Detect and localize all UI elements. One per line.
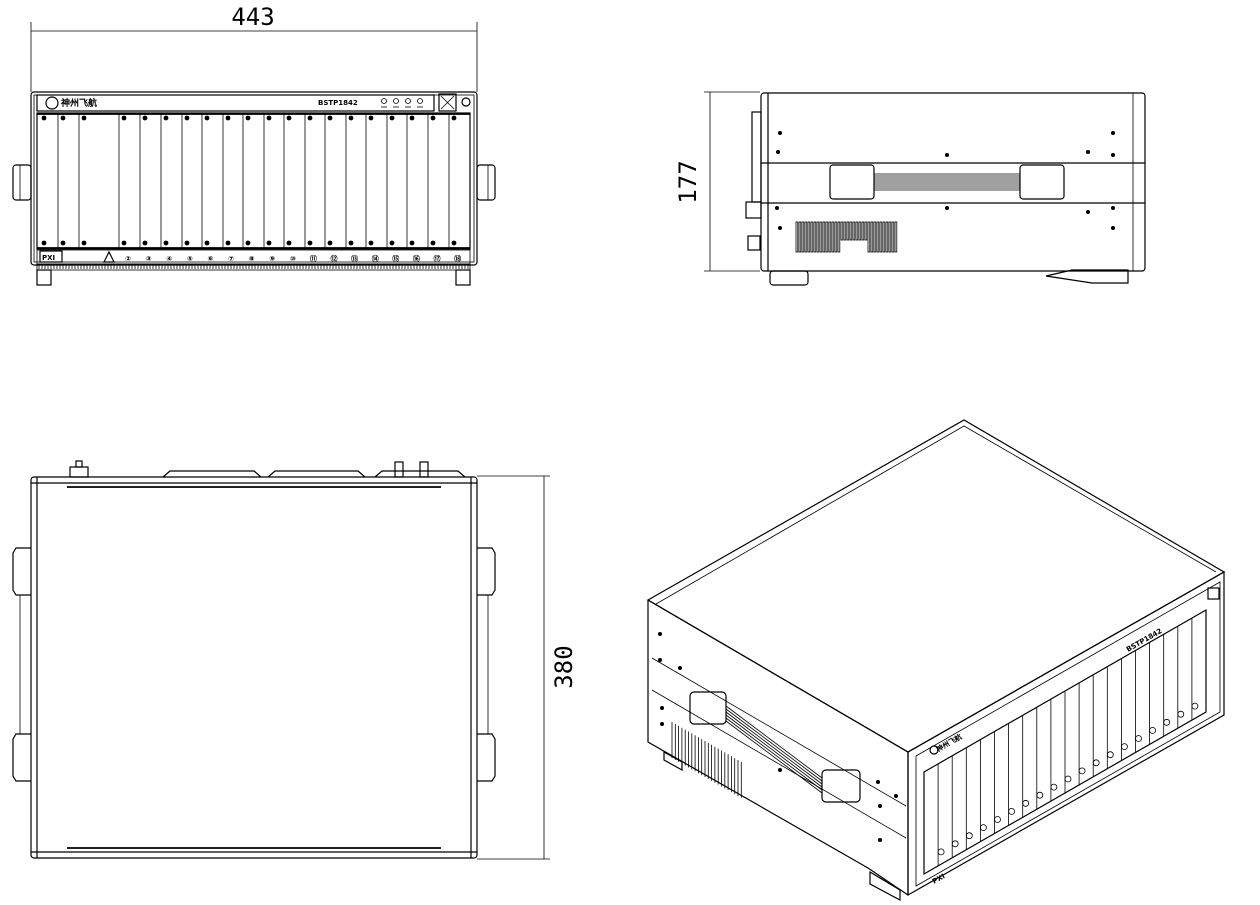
slot-number: ⑥ [207,255,213,263]
power-icon [461,97,471,107]
slot-number: ⑯ [413,254,420,263]
iso-front-face [907,570,1225,897]
side-handle-left [829,164,875,200]
height-dimension: 177 [674,91,760,272]
width-dimension-label: 443 [231,3,274,31]
slot-number: ⑫ [331,254,338,263]
side-handle-right [1019,164,1065,200]
front-view: 443 神州飞航 BSTP1842 PXI ② ③ ④ ⑤ ⑥ ⑦ ⑧ ⑨ ⑩ ⑪ ⑫ ⑬ ⑭ ⑮ ⑯ ⑰ [12,3,496,286]
iso-slot-dividers [937,618,1199,866]
slot-number: ⑰ [434,254,441,263]
slot-number: ⑧ [249,255,255,263]
depth-dimension: 380 [477,475,578,860]
left-handle [12,164,32,201]
iso-top-face [646,419,1226,753]
front-model-text: BSTP1842 [318,99,358,107]
iso-handle-rear [821,769,861,803]
slot-number: ④ [166,255,172,263]
slot-number: ⑭ [372,254,379,263]
side-handle-bar [874,173,1020,191]
side-view: 177 [674,91,1146,286]
slot-numbers: ② ③ ④ ⑤ ⑥ ⑦ ⑧ ⑨ ⑩ ⑪ ⑫ ⑬ ⑭ ⑮ ⑯ ⑰ ⑱ [125,254,461,263]
pxi-logo [39,250,63,263]
iso-side-vents [671,722,742,798]
slot-number: ⑪ [310,254,317,263]
height-dimension-label: 177 [674,160,702,203]
slot-number: ⑤ [187,255,193,263]
brand-logo-icon [45,96,59,110]
right-handle [476,164,496,201]
iso-model-text: BSTP1842 [1125,627,1164,654]
iso-brand-logo-icon [929,745,939,755]
slot-number: ⑨ [269,255,275,263]
iso-power-switch [1207,587,1220,600]
slot-number: ⑮ [392,254,399,263]
depth-dimension-label: 380 [550,645,578,688]
slot-dividers [41,114,457,248]
slot-area [36,112,471,250]
isometric-view: 神州飞航 BSTP1842 PXI [646,419,1226,901]
front-pxi-text: PXI [42,254,55,262]
slot-number: ⑩ [290,255,296,263]
side-vents [795,221,898,253]
front-brand-text: 神州飞航 [61,97,97,109]
slot-number: ⑬ [351,254,358,263]
side-screws [775,131,1115,230]
left-foot [36,269,52,286]
slot-number: ⑦ [228,255,234,263]
slot-number: ⑱ [454,254,461,263]
iso-handle-front [689,691,727,725]
led-indicators [381,98,423,108]
warning-icon [103,250,115,263]
iso-handle-bar [725,705,823,794]
iso-slot-area [923,608,1207,876]
slot-number: ③ [146,255,152,263]
width-dimension: 443 [30,3,478,92]
top-view: 380 [12,460,578,860]
slot-number: ② [125,255,131,263]
right-foot [455,269,471,286]
iso-screws [658,632,898,842]
